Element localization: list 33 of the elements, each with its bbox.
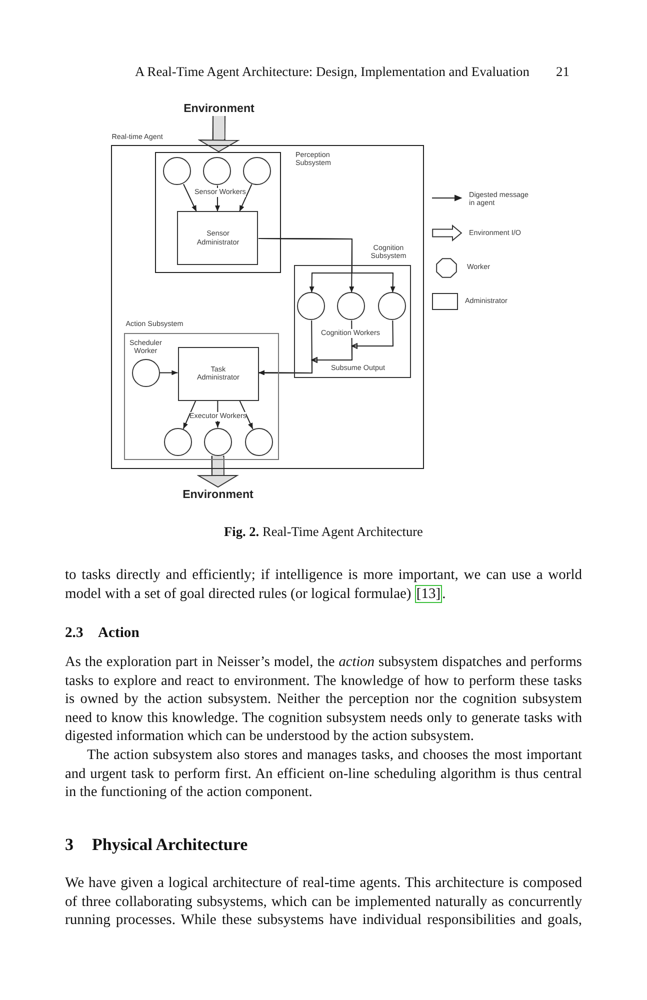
worker-circle [243,157,272,186]
page-number: 21 [556,63,570,80]
worker-circle [297,292,326,320]
endpoint-label: Environment [178,101,260,116]
figure-caption: Fig. 2. Real-Time Agent Architecture [223,524,424,540]
section-number: 3 [65,834,74,856]
section-heading: Action [98,624,140,643]
body-paragraph: As the exploration part in Neisser’s model, the action subsystem dispatches and performs tasks to explore and react to environment. The knowledge of how to perform these tasks is owned by the action subsystem. Neither the perception nor the cognition subsystem need to know this knowledge. The cognition subsystem needs only to generate tasks with digested information which can be understood by the action subsystem. [65,653,582,746]
worker-circle [203,157,232,186]
body-paragraph: We have given a logical architecture of real-time agents. This architecture is composed of three collaborating subsystems, which can be implemented naturally as concurrently running processes. While these subsystems have individual responsibilities and goals, [65,874,582,930]
body-paragraph: to tasks directly and efficiently; if intelligence is more important, we can use a world model with a set of goal directed rules (or logical formulae) [13]. [65,566,582,603]
arrow [182,400,196,430]
worker-circle [164,428,192,456]
arrow [159,370,178,376]
citation-link: [13] [414,584,442,602]
section-heading: Physical Architecture [92,834,248,856]
io-arrow [198,116,239,152]
arrow [258,238,396,293]
arrow [239,400,254,430]
worker-circle [204,428,232,456]
administrator-box [178,346,259,401]
arrow [183,184,197,212]
worker-circle [163,157,192,186]
worker-circle [378,292,406,320]
worker-circle [337,292,366,320]
arrow [258,320,394,376]
endpoint-label: Environment [177,487,259,502]
arrow [238,184,252,212]
worker-circle [244,428,273,456]
section-number: 2.3 [65,624,84,643]
administrator-box [177,211,258,266]
running-header: A Real-Time Agent Architecture: Design, Implementation and Evaluation [135,63,530,80]
body-paragraph: The action subsystem also stores and manages tasks, and chooses the most important and urgent task to perform first. An efficient on-line scheduling algorithm is thus central in the functioning of the action component. [65,746,582,802]
